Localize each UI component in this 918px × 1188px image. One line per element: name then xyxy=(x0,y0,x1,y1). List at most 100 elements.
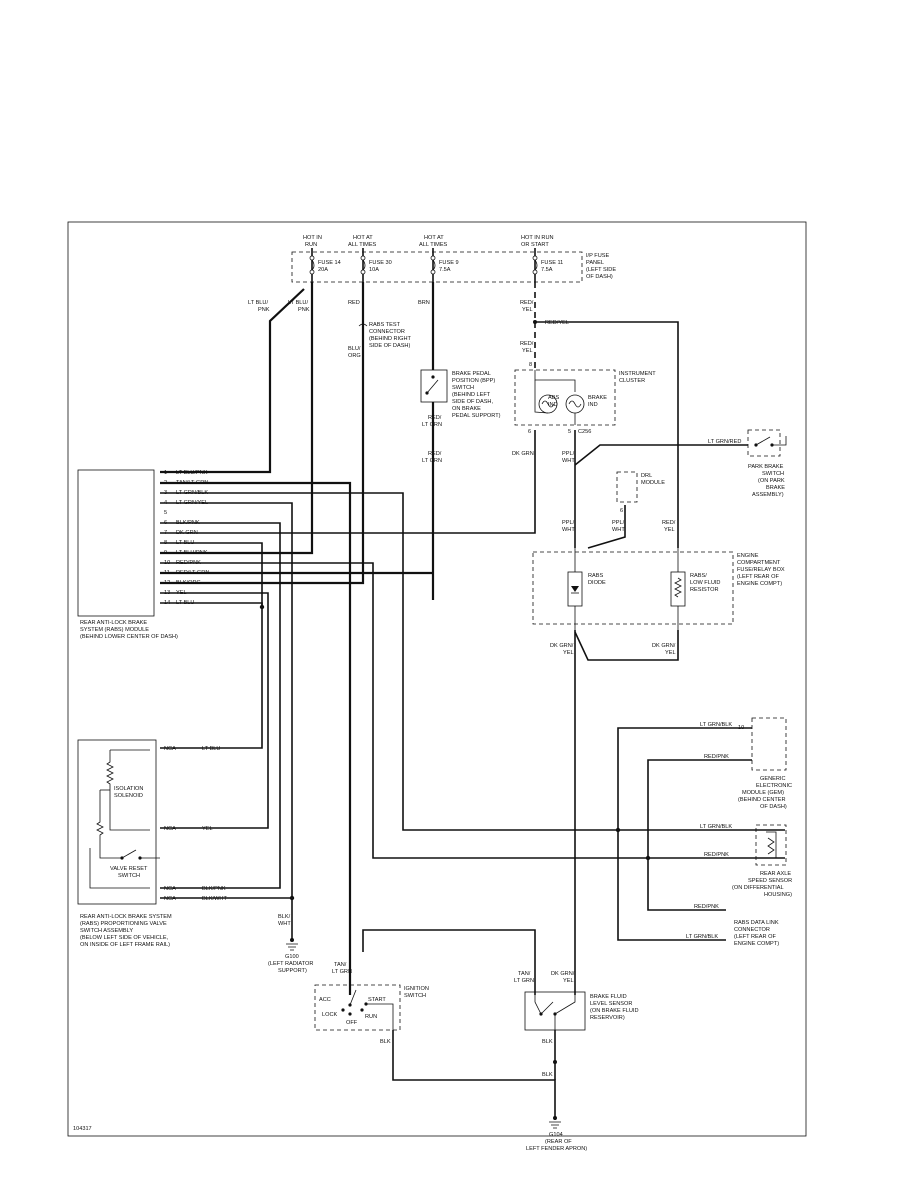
svg-text:CLUSTER: CLUSTER xyxy=(619,378,645,384)
fuse-30: HOT AT ALL TIMES FUSE 30 10A xyxy=(348,235,392,282)
svg-text:RESERVOIR): RESERVOIR) xyxy=(590,1015,625,1021)
svg-text:LT GRN/BLK: LT GRN/BLK xyxy=(686,934,718,940)
svg-text:OF DASH): OF DASH) xyxy=(760,804,787,810)
svg-text:BLK/PNK: BLK/PNK xyxy=(176,520,200,526)
diagram-frame xyxy=(67,221,807,1137)
svg-text:LT BLU/PNK: LT BLU/PNK xyxy=(176,470,208,476)
svg-text:REAR ANTI-LOCK BRAKE SYSTEM: REAR ANTI-LOCK BRAKE SYSTEM xyxy=(80,914,172,920)
svg-text:7: 7 xyxy=(164,530,167,536)
svg-text:SWITCH ASSEMBLY: SWITCH ASSEMBLY xyxy=(80,928,133,934)
svg-text:HOT AT: HOT AT xyxy=(353,235,373,241)
svg-text:YEL: YEL xyxy=(664,527,675,533)
svg-text:LT GRN: LT GRN xyxy=(332,969,352,975)
svg-text:BLK: BLK xyxy=(380,1039,391,1045)
svg-text:PNK: PNK xyxy=(298,307,310,313)
svg-text:6: 6 xyxy=(164,520,167,526)
svg-text:4: 4 xyxy=(164,500,167,506)
svg-text:LOW FLUID: LOW FLUID xyxy=(690,580,720,586)
svg-text:LT GRN: LT GRN xyxy=(422,458,442,464)
instrument-cluster: INSTRUMENT CLUSTER RED/YEL RED/ YEL 8 AB… xyxy=(512,320,656,464)
svg-text:10: 10 xyxy=(164,560,170,566)
svg-text:RED/LT GRN: RED/LT GRN xyxy=(176,570,209,576)
svg-text:SPEED SENSOR: SPEED SENSOR xyxy=(748,878,792,884)
svg-text:LT GRN/YEL: LT GRN/YEL xyxy=(176,500,208,506)
svg-text:COMPARTMENT: COMPARTMENT xyxy=(737,560,781,566)
brake-fluid-level-sensor: TAN/ LT GRN DK GRN/ YEL BRAKE FLUID LEVE… xyxy=(514,971,639,1078)
svg-text:IND: IND xyxy=(548,402,558,408)
svg-text:WHT: WHT xyxy=(562,458,575,464)
svg-text:RED/: RED/ xyxy=(428,451,442,457)
svg-text:IGNITION: IGNITION xyxy=(404,986,429,992)
fuse-relay-box: ENGINE COMPARTMENT FUSE/RELAY BOX (LEFT … xyxy=(532,520,785,656)
svg-text:(LEFT RADIATOR: (LEFT RADIATOR xyxy=(268,961,313,967)
svg-text:ISOLATION: ISOLATION xyxy=(114,786,143,792)
svg-text:PARK BRAKE: PARK BRAKE xyxy=(748,464,784,470)
svg-text:3: 3 xyxy=(164,490,167,496)
fuse-14: HOT IN RUN FUSE 14 20A xyxy=(303,235,341,282)
svg-text:2: 2 xyxy=(164,480,167,486)
svg-text:OF DASH): OF DASH) xyxy=(586,274,613,280)
svg-text:FUSE 9: FUSE 9 xyxy=(439,260,459,266)
svg-text:RED/PNK: RED/PNK xyxy=(704,852,729,858)
svg-text:YEL: YEL xyxy=(522,307,533,313)
svg-text:RED/: RED/ xyxy=(520,300,534,306)
svg-text:ELECTRONIC: ELECTRONIC xyxy=(756,783,792,789)
svg-text:YEL: YEL xyxy=(202,826,213,832)
svg-text:7.5A: 7.5A xyxy=(439,267,451,273)
svg-text:ALL TIMES: ALL TIMES xyxy=(419,242,448,248)
svg-text:FUSE 11: FUSE 11 xyxy=(541,260,563,266)
svg-text:LT GRN/BLK: LT GRN/BLK xyxy=(176,490,208,496)
svg-text:HOT IN: HOT IN xyxy=(303,235,322,241)
svg-text:LT BLU/: LT BLU/ xyxy=(248,300,268,306)
svg-text:LEVEL SENSOR: LEVEL SENSOR xyxy=(590,1001,632,1007)
fuse-9: HOT AT ALL TIMES FUSE 9 7.5A xyxy=(419,235,459,282)
svg-text:9: 9 xyxy=(164,550,167,556)
svg-text:LT BLU: LT BLU xyxy=(176,600,194,606)
svg-text:IND: IND xyxy=(588,402,598,408)
svg-text:SOLENOID: SOLENOID xyxy=(114,793,143,799)
bpp-switch: BRAKE PEDAL POSITION (BPP) SWITCH (BEHIN… xyxy=(420,369,501,464)
svg-text:PEDAL SUPPORT): PEDAL SUPPORT) xyxy=(452,413,501,419)
svg-text:RUN: RUN xyxy=(365,1014,377,1020)
svg-text:LT BLU/PNK: LT BLU/PNK xyxy=(176,550,208,556)
svg-text:RED/: RED/ xyxy=(428,415,442,421)
figure-id: 104317 xyxy=(73,1126,92,1132)
svg-text:(BEHIND CENTER: (BEHIND CENTER xyxy=(738,797,786,803)
svg-text:20A: 20A xyxy=(318,267,328,273)
svg-text:(ON PARK: (ON PARK xyxy=(758,478,785,484)
rabs-data-link-connector: RED/PNK LT GRN/BLK RABS DATA LINK CONNEC… xyxy=(686,904,779,947)
svg-text:NCA: NCA xyxy=(164,896,176,902)
svg-text:6: 6 xyxy=(620,508,623,514)
rabs-valve-assembly: ISOLATION SOLENOID VALVE RESET SWITCH NC… xyxy=(77,739,227,948)
svg-text:BRAKE: BRAKE xyxy=(766,485,785,491)
svg-text:6: 6 xyxy=(528,429,531,435)
svg-text:PPL/: PPL/ xyxy=(612,520,625,526)
svg-text:RED/PNK: RED/PNK xyxy=(176,560,201,566)
isolation-solenoid-icon xyxy=(106,750,150,831)
ground-icon xyxy=(549,1121,561,1129)
svg-text:LT GRN/RED: LT GRN/RED xyxy=(708,439,741,445)
svg-text:SYSTEM (RABS) MODULE: SYSTEM (RABS) MODULE xyxy=(80,627,149,633)
svg-text:WHT: WHT xyxy=(562,527,575,533)
svg-text:CONNECTOR: CONNECTOR xyxy=(369,329,405,335)
svg-text:LT BLU: LT BLU xyxy=(202,746,220,752)
svg-text:FUSE 30: FUSE 30 xyxy=(369,260,392,266)
svg-text:ENGINE COMPT): ENGINE COMPT) xyxy=(734,941,779,947)
svg-text:NCA: NCA xyxy=(164,886,176,892)
svg-text:ASSEMBLY): ASSEMBLY) xyxy=(752,492,784,498)
svg-text:ON BRAKE: ON BRAKE xyxy=(452,406,481,412)
svg-text:RED/YEL: RED/YEL xyxy=(545,320,569,326)
svg-text:DK GRN: DK GRN xyxy=(176,530,198,536)
ground-g100: BLK/ WHT G100 (LEFT RADIATOR SUPPORT) xyxy=(268,914,313,974)
svg-text:GENERIC: GENERIC xyxy=(760,776,786,782)
svg-text:NCA: NCA xyxy=(164,826,176,832)
svg-text:LT GRN/BLK: LT GRN/BLK xyxy=(700,824,732,830)
svg-text:(LEFT SIDE: (LEFT SIDE xyxy=(586,267,616,273)
svg-text:TAN/: TAN/ xyxy=(518,971,531,977)
svg-text:VALVE RESET: VALVE RESET xyxy=(110,866,148,872)
svg-text:REAR ANTI-LOCK BRAKE: REAR ANTI-LOCK BRAKE xyxy=(80,620,147,626)
svg-text:CONNECTOR: CONNECTOR xyxy=(734,927,770,933)
svg-text:RESISTOR: RESISTOR xyxy=(690,587,719,593)
